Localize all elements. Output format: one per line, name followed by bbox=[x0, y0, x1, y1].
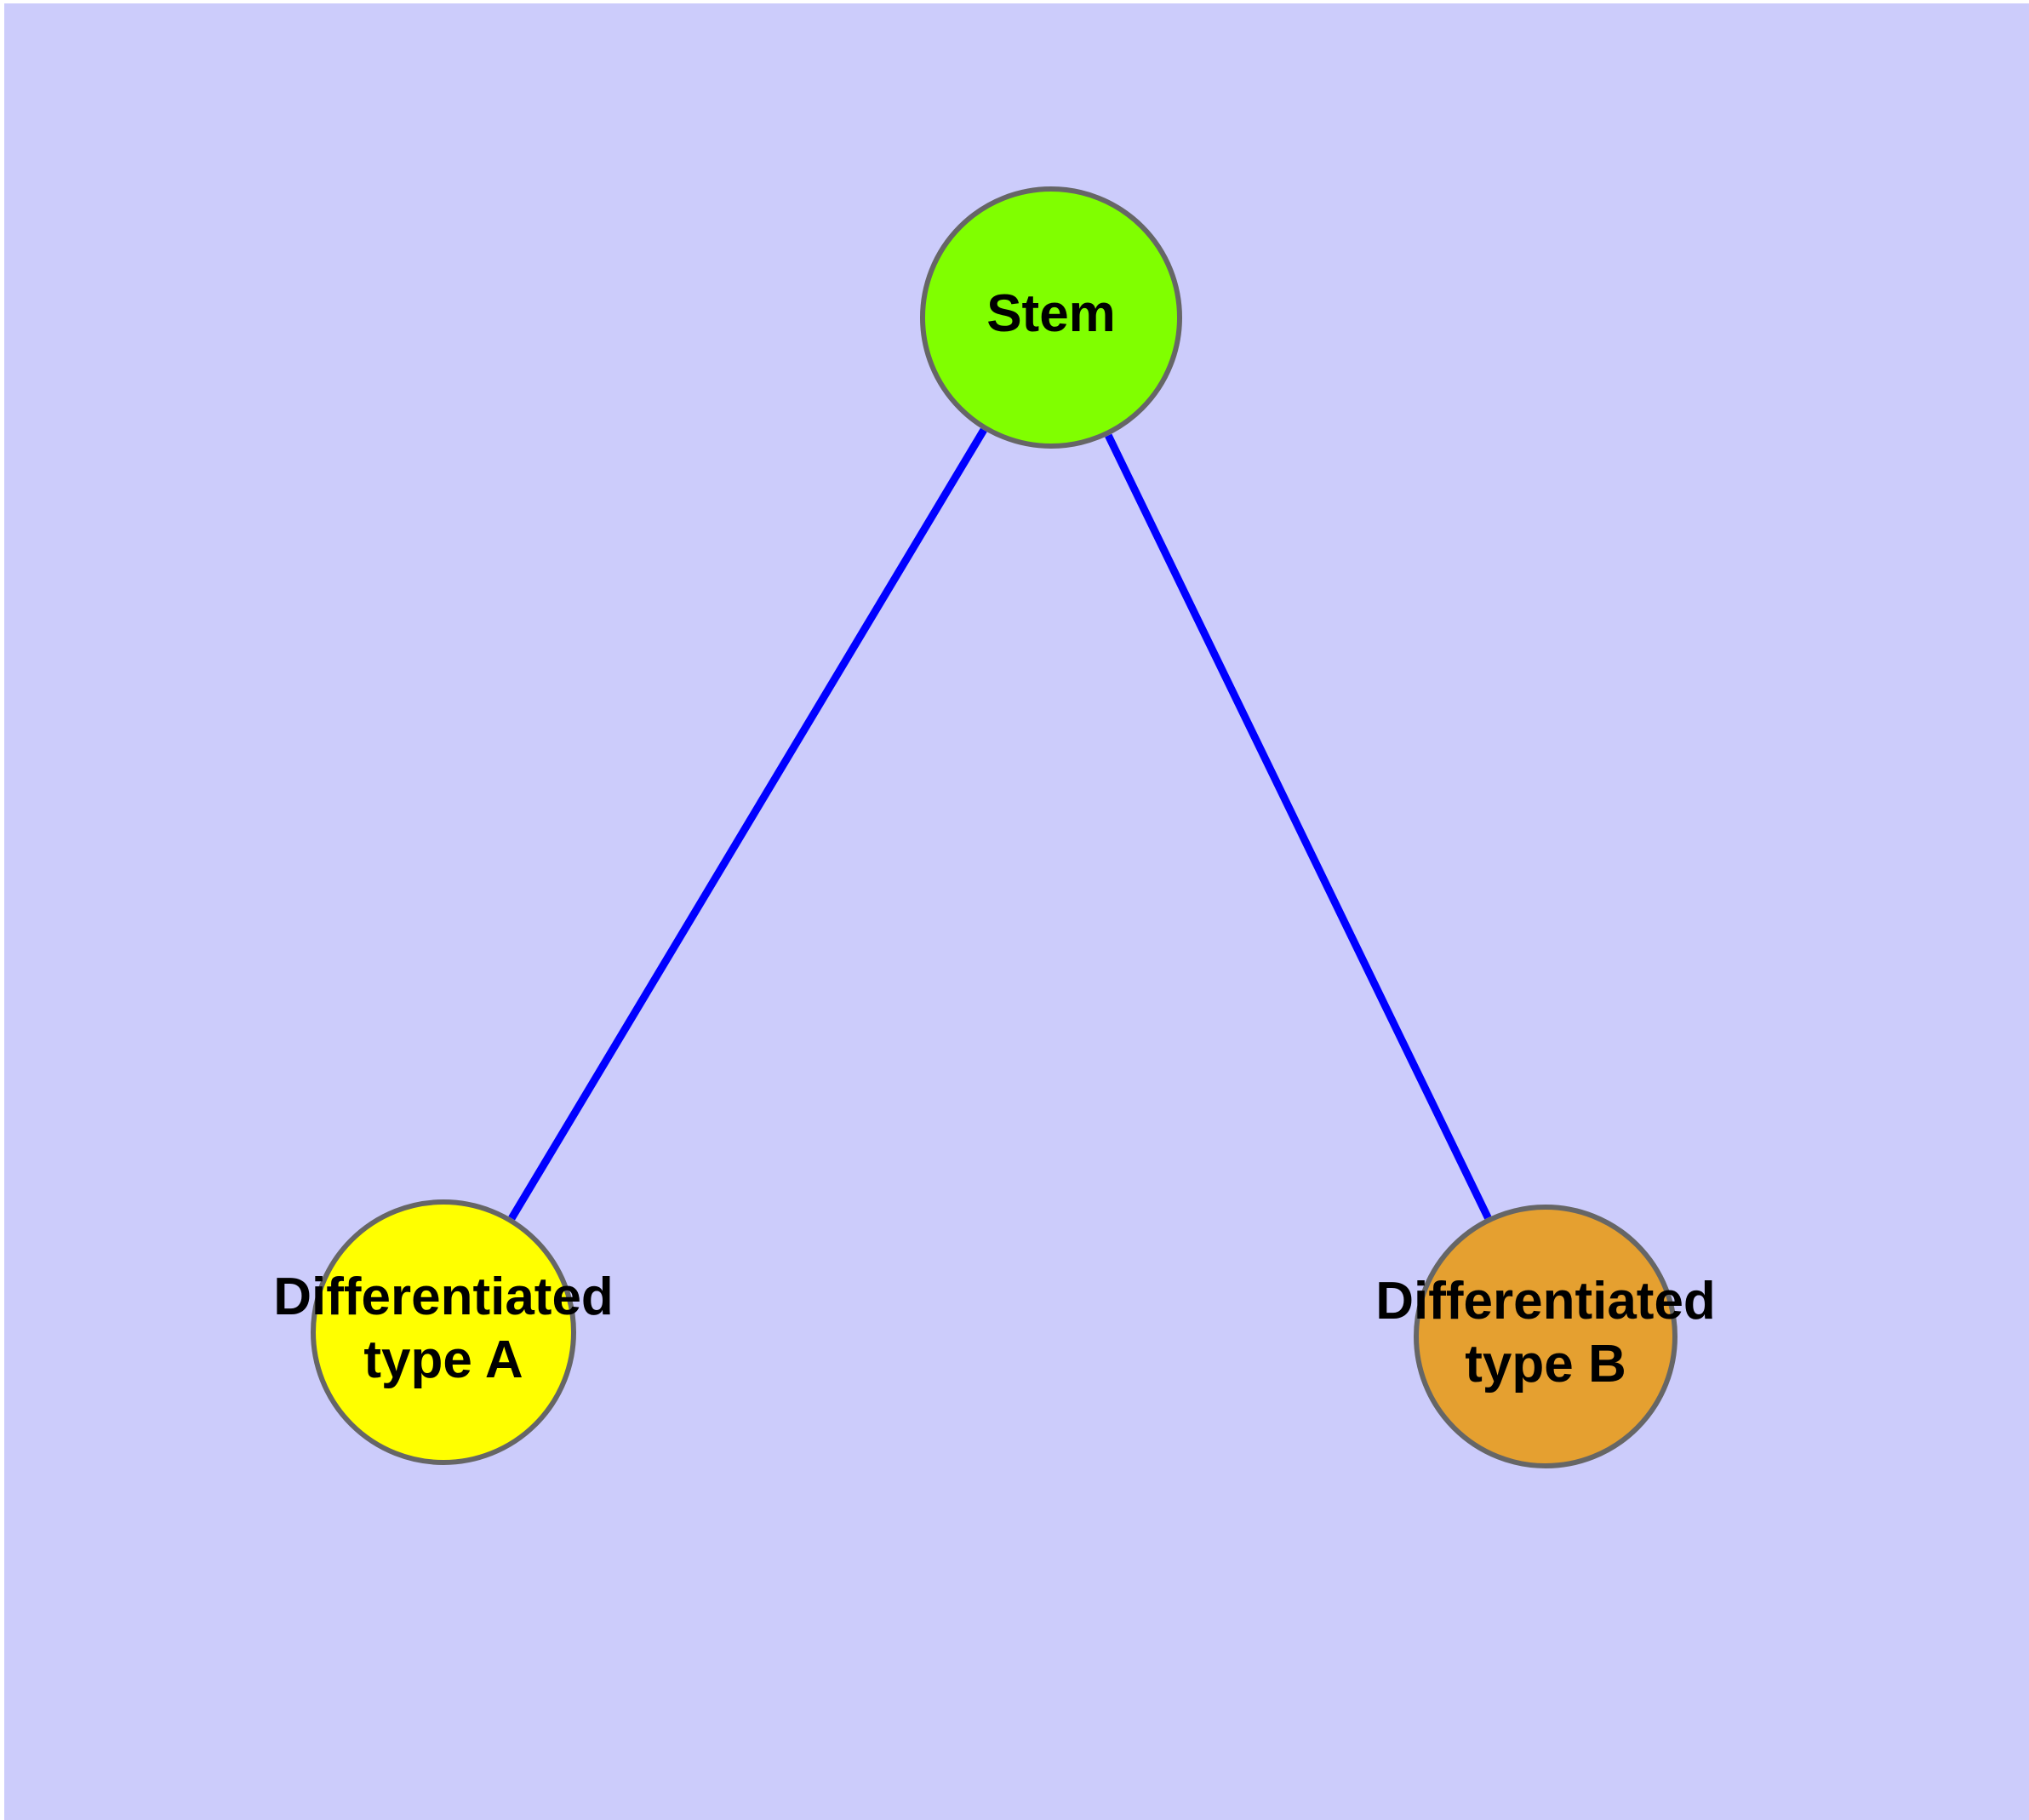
edges-layer bbox=[508, 427, 1492, 1221]
node-stem[interactable] bbox=[920, 186, 1182, 449]
node-label-line: type B bbox=[1465, 1335, 1626, 1394]
node-diff-b[interactable] bbox=[1414, 1205, 1677, 1468]
node-label-line: type A bbox=[363, 1331, 523, 1389]
nodes-layer bbox=[311, 186, 1677, 1468]
node-label-line: Differentiated bbox=[1375, 1272, 1716, 1331]
edge-stem-to-diff-a[interactable] bbox=[508, 427, 987, 1221]
node-label-line: Differentiated bbox=[273, 1268, 614, 1326]
edge-stem-to-diff-b[interactable] bbox=[1105, 433, 1492, 1220]
node-label-line: Stem bbox=[986, 284, 1116, 343]
node-diff-a[interactable] bbox=[311, 1199, 576, 1465]
node-label-stem: Stem bbox=[986, 284, 1116, 343]
